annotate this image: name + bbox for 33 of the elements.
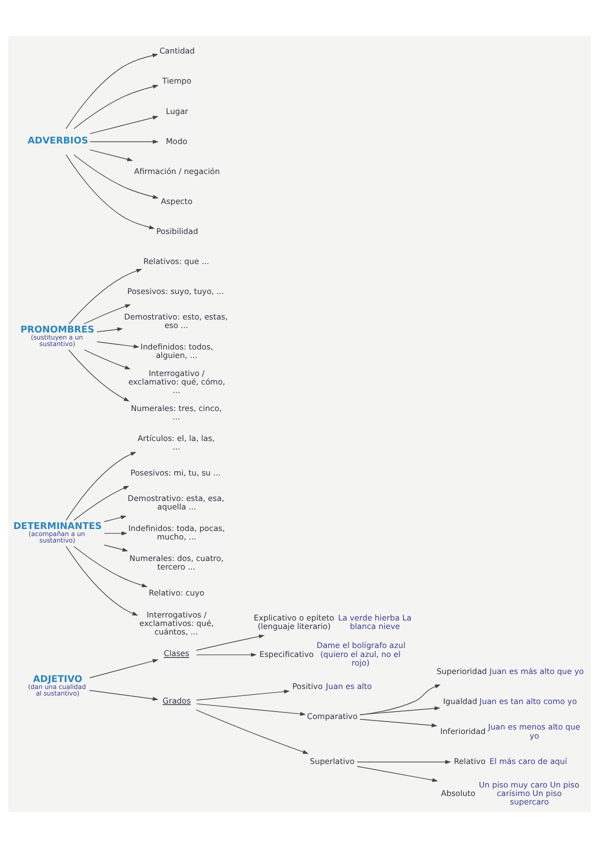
arrow [68,350,130,402]
arrow [90,140,159,144]
arrow [74,84,159,130]
arrow [89,690,158,701]
arrow [74,486,130,521]
arrow [104,515,127,522]
arrow [74,154,159,199]
arrow [356,760,451,764]
arrow [84,304,131,324]
arrow [96,327,123,332]
arrow [66,53,158,130]
arrow [84,349,131,370]
arrow [96,341,140,348]
arrow [89,659,158,678]
arrow [104,531,128,536]
arrow [196,710,309,754]
arrow [196,634,265,651]
arrow [196,652,257,657]
arrow [356,766,438,782]
arrow [90,149,133,162]
arrow [68,268,142,324]
arrow [360,706,440,716]
arrow [90,116,158,134]
arrow [360,718,438,728]
arrow [196,690,290,700]
arrow [196,703,306,716]
arrow [66,452,136,521]
arrow [74,546,148,588]
node-text: ADVERBIOS [28,135,88,146]
arrow [360,684,441,716]
arrow [66,154,155,230]
arrow [104,544,128,552]
arrow [66,546,138,616]
